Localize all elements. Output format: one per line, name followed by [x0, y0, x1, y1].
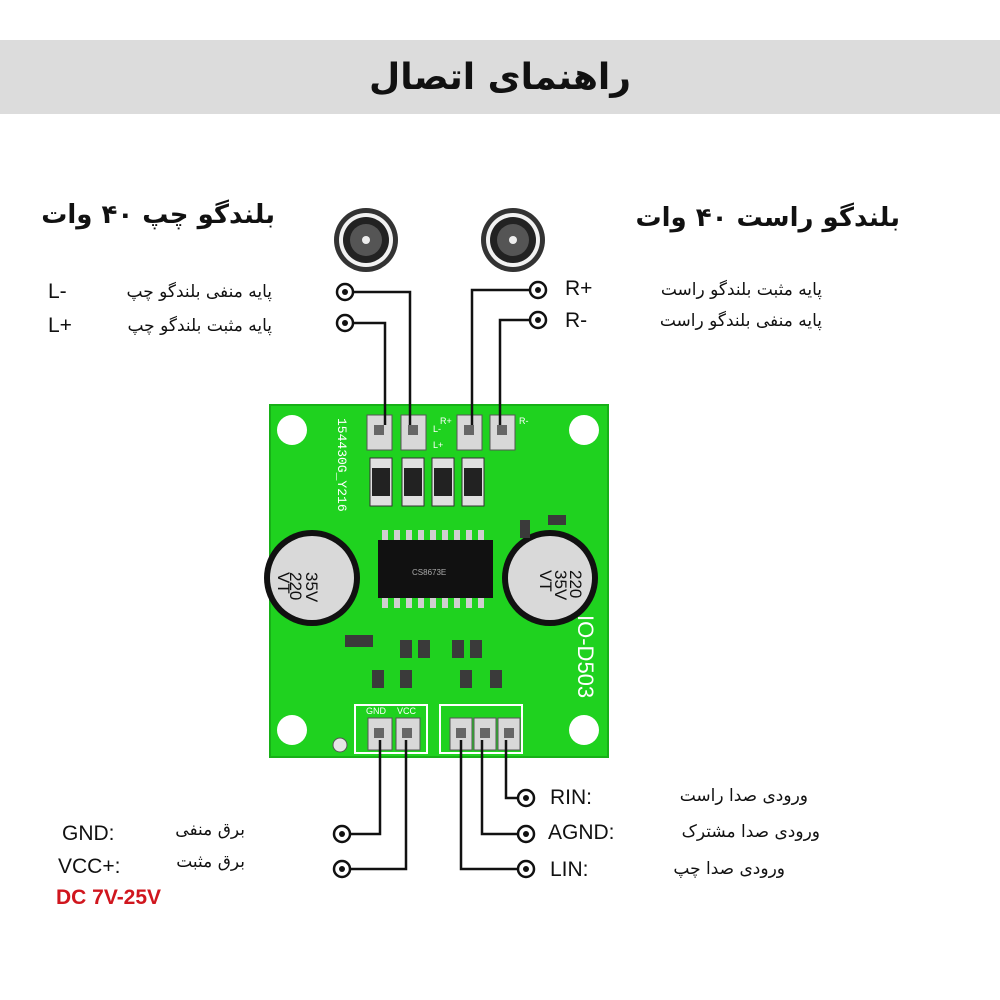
power-desc-vcc: برق مثبت: [176, 852, 245, 872]
power-voltage-range: DC 7V-25V: [56, 886, 162, 909]
silk-l-plus: L+: [433, 440, 443, 450]
left-speaker-icon: [334, 208, 398, 272]
audio-desc-rin: ورودی صدا راست: [679, 786, 808, 806]
right-pin-code-minus: R-: [565, 309, 588, 332]
cap-left-brand: VT: [274, 572, 293, 594]
right-pin-desc-minus: پایه منفی بلندگو راست: [659, 311, 822, 331]
silk-vcc: VCC: [397, 706, 417, 716]
left-speaker-heading: بلندگو چپ ۴۰ وات: [41, 200, 275, 230]
wires: [350, 288, 530, 871]
wire-r-minus: [498, 318, 530, 425]
wire-l-minus: [353, 290, 412, 425]
right-pin-code-plus: R+: [565, 277, 593, 300]
terminal-icon: [516, 824, 536, 844]
silk-l-minus: L-: [433, 424, 441, 434]
amplifier-board: 154430G_Y216 IO-D503 CS8673E L+ L- R+ R-…: [264, 404, 609, 758]
board-part-label: IO-D503: [573, 615, 598, 698]
audio-code-lin: LIN:: [550, 858, 589, 881]
chip-label: CS8673E: [412, 568, 446, 577]
silk-r-minus: R-: [519, 416, 529, 426]
wire-vcc: [350, 740, 408, 871]
left-pin-code-plus: L+: [48, 314, 72, 337]
silk-r-plus: R+: [440, 416, 452, 426]
wire-gnd: [350, 740, 382, 836]
audio-desc-lin: ورودی صدا چپ: [673, 859, 785, 879]
cap-right-voltage: 35V: [551, 570, 570, 601]
wire-lin: [459, 740, 518, 871]
cap-right-brand: VT: [536, 570, 555, 592]
wire-l-plus: [353, 321, 387, 425]
terminal-icon: [335, 313, 355, 333]
cap-right-value: 220: [566, 570, 585, 598]
terminal-icon: [335, 282, 355, 302]
wire-agnd: [480, 740, 518, 836]
cap-left-value: 220: [286, 572, 305, 600]
terminal-icon: [332, 824, 352, 844]
power-code-gnd: GND:: [62, 822, 115, 845]
terminal-icon: [332, 859, 352, 879]
cap-left-voltage: 35V: [302, 572, 321, 603]
right-speaker-heading: بلندگو راست ۴۰ وات: [635, 203, 900, 233]
page-title: راهنمای اتصال: [369, 56, 631, 98]
terminal-icon: [528, 310, 548, 330]
audio-code-agnd: AGND:: [548, 821, 615, 844]
terminal-icon: [516, 788, 536, 808]
power-desc-gnd: برق منفی: [175, 820, 245, 840]
terminal-icon: [516, 859, 536, 879]
left-pin-desc-minus: پایه منفی بلندگو چپ: [126, 282, 272, 302]
power-code-vcc: VCC+:: [58, 855, 121, 878]
left-pin-desc-plus: پایه مثبت بلندگو چپ: [127, 316, 272, 336]
wire-r-plus: [470, 288, 530, 425]
board-model-label: 154430G_Y216: [334, 418, 349, 512]
audio-code-rin: RIN:: [550, 786, 592, 809]
left-pin-code-minus: L-: [48, 280, 67, 303]
terminals: [332, 280, 548, 879]
terminal-icon: [528, 280, 548, 300]
right-speaker-icon: [481, 208, 545, 272]
right-pin-desc-plus: پایه مثبت بلندگو راست: [660, 280, 822, 300]
silk-gnd: GND: [366, 706, 387, 716]
title-bar: راهنمای اتصال: [0, 40, 1000, 114]
wire-rin: [504, 740, 518, 800]
audio-desc-agnd: ورودی صدا مشترک: [681, 822, 820, 842]
